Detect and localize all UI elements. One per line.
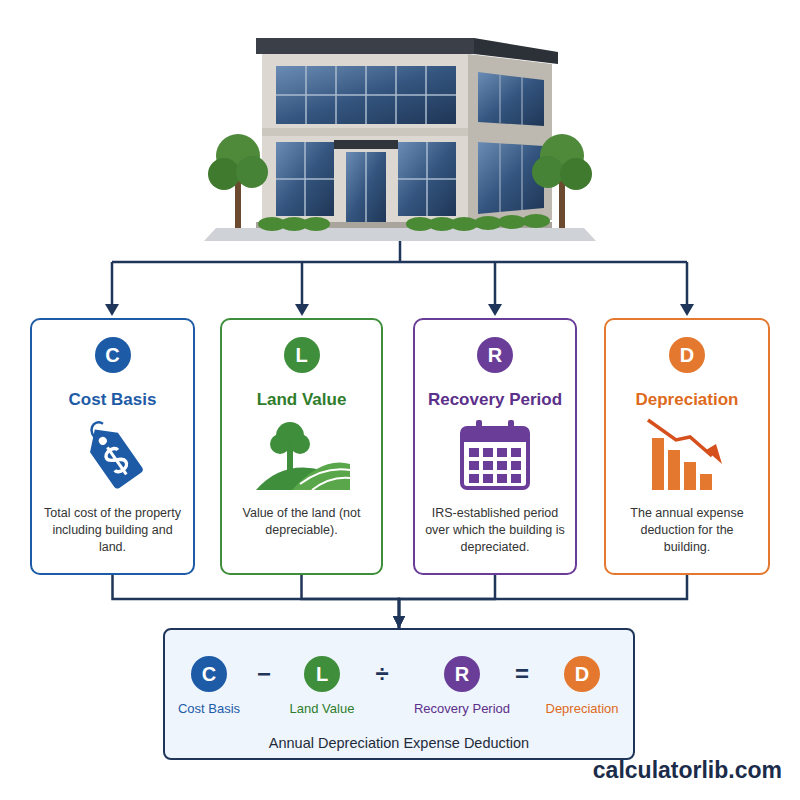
circle-letter: C bbox=[105, 345, 119, 365]
formula-caption: Annual Depreciation Expense Deduction bbox=[165, 734, 633, 752]
circle-letter: R bbox=[455, 664, 469, 684]
term-card: DepreciationThe annual expense deduction… bbox=[604, 318, 770, 575]
math-operator: ÷ bbox=[375, 661, 388, 687]
circle-letter: L bbox=[295, 345, 307, 365]
watermark: calculatorlib.com bbox=[593, 756, 782, 784]
card-description: The annual expense deduction for the bui… bbox=[606, 505, 768, 556]
letter-circle: D bbox=[669, 337, 705, 373]
term-card: Recovery PeriodIRS-established period ov… bbox=[413, 318, 577, 575]
letter-circle: R bbox=[477, 337, 513, 373]
circle-letter: C bbox=[202, 664, 216, 684]
math-operator: = bbox=[515, 661, 529, 687]
connector-arrow bbox=[399, 575, 495, 628]
circle-letter: D bbox=[575, 664, 589, 684]
card-description: Value of the land (not depreciable). bbox=[222, 505, 381, 539]
card-title: Depreciation bbox=[636, 390, 739, 410]
price-tag-icon bbox=[78, 416, 144, 490]
formula-term: L Land Value bbox=[257, 656, 387, 716]
circle-letter: D bbox=[680, 345, 694, 365]
land-icon bbox=[256, 422, 350, 490]
term-card: Cost BasisTotal cost of the property inc… bbox=[30, 318, 195, 575]
declining-chart-icon bbox=[648, 420, 722, 490]
term-label: Recovery Period bbox=[414, 701, 510, 716]
math-operator: − bbox=[257, 661, 271, 687]
connector-arrow bbox=[113, 575, 400, 628]
card-title: Land Value bbox=[257, 390, 347, 410]
card-description: IRS-established period over which the bu… bbox=[415, 505, 575, 556]
letter-circle: L bbox=[284, 337, 320, 373]
connector-arrow bbox=[399, 575, 687, 628]
distribution-lines bbox=[112, 241, 687, 305]
card-title: Recovery Period bbox=[428, 390, 562, 410]
term-card: Land ValueValue of the land (not depreci… bbox=[220, 318, 383, 575]
term-label: Depreciation bbox=[546, 701, 619, 716]
calendar-icon bbox=[462, 420, 528, 488]
letter-circle: D bbox=[564, 656, 600, 692]
letter-circle: R bbox=[444, 656, 480, 692]
letter-circle: C bbox=[95, 337, 131, 373]
term-label: Land Value bbox=[290, 701, 355, 716]
circle-letter: R bbox=[488, 345, 502, 365]
circle-letter: L bbox=[316, 664, 328, 684]
term-label: Cost Basis bbox=[178, 701, 240, 716]
letter-circle: C bbox=[191, 656, 227, 692]
formula-box: Annual Depreciation Expense Deduction C Co… bbox=[163, 628, 635, 760]
office-building bbox=[204, 38, 596, 241]
connector-arrow bbox=[302, 575, 400, 628]
letter-circle: L bbox=[304, 656, 340, 692]
distribution-arrowheads bbox=[105, 304, 694, 316]
formula-term: C Cost Basis bbox=[144, 656, 274, 716]
card-title: Cost Basis bbox=[69, 390, 157, 410]
formula-term: R Recovery Period bbox=[397, 656, 527, 716]
formula-term: D Depreciation bbox=[517, 656, 647, 716]
card-description: Total cost of the property including bui… bbox=[32, 505, 193, 556]
